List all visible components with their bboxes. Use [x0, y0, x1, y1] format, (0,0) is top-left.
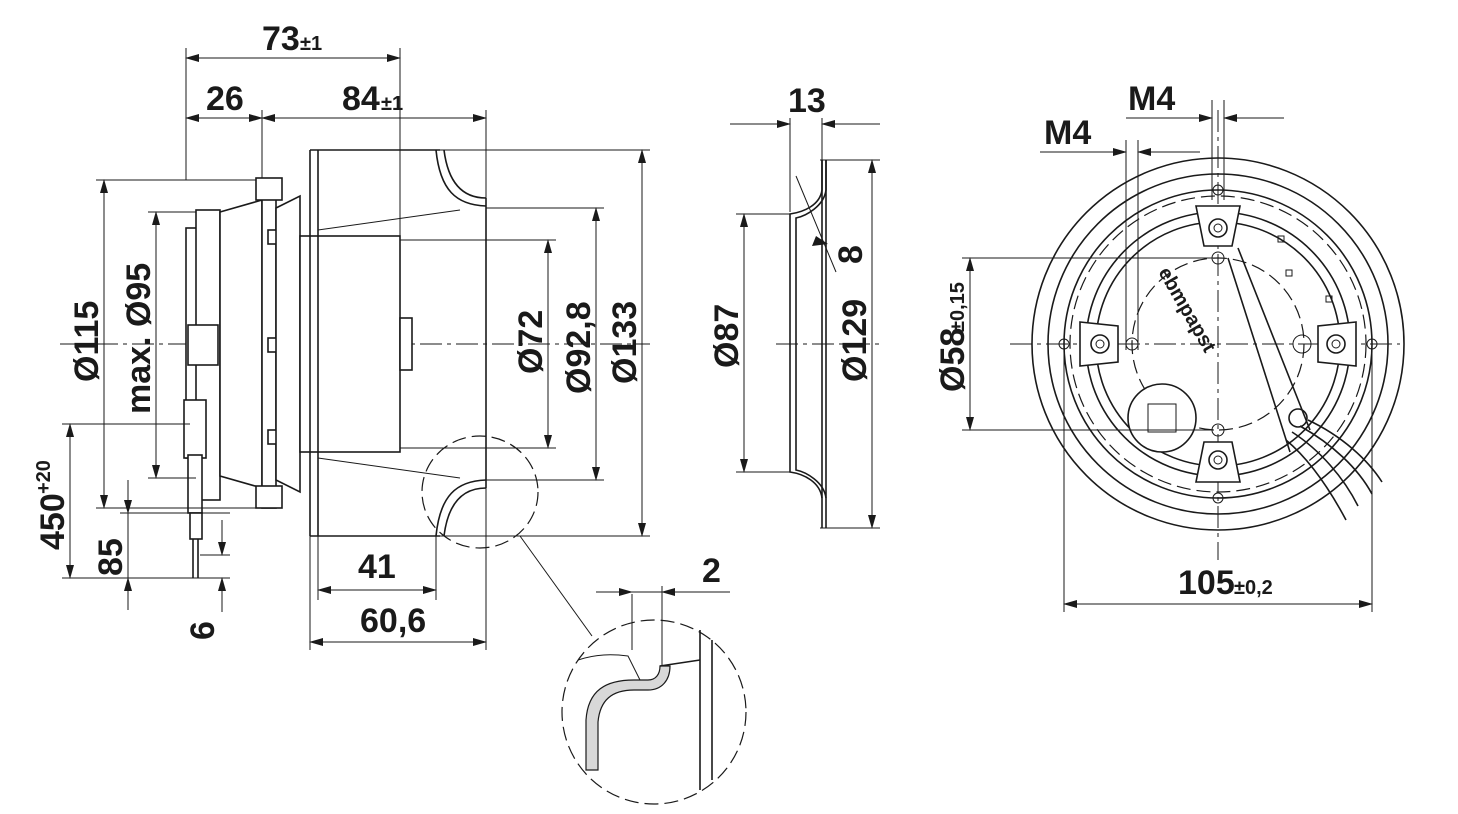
brand-logo: ebmpapst	[1154, 264, 1220, 357]
dim-105: 105	[1178, 564, 1235, 602]
dim-max95: max. Ø95	[120, 263, 158, 414]
dim-84-tol: ±1	[381, 93, 403, 115]
dim-8: 8	[832, 245, 870, 264]
inlet-ring-view	[730, 118, 880, 529]
dim-85: 85	[92, 538, 130, 576]
dim-60-6: 60,6	[360, 602, 426, 640]
dim-58: Ø58	[934, 328, 972, 392]
detail-view	[561, 586, 747, 805]
dim-87: Ø87	[708, 304, 746, 368]
dim-115: Ø115	[68, 301, 106, 382]
dim-41: 41	[358, 548, 396, 586]
dim-m4-top: M4	[1128, 80, 1175, 118]
dim-84: 84	[342, 80, 380, 118]
dim-133: Ø133	[606, 301, 644, 384]
dim-92-8: Ø92,8	[560, 301, 598, 394]
dim-73: 73	[262, 20, 300, 58]
dim-2: 2	[702, 552, 721, 590]
front-view: ebmpapst	[962, 100, 1405, 612]
dim-105-tol: ±0,2	[1234, 577, 1273, 599]
dim-13: 13	[788, 82, 826, 120]
side-view	[60, 48, 650, 650]
dim-73-tol: ±1	[300, 33, 322, 55]
dim-26: 26	[206, 80, 244, 118]
dim-450-tol: +20	[33, 460, 55, 494]
dim-129: Ø129	[836, 299, 874, 382]
dim-m4-left: M4	[1044, 114, 1091, 152]
dim-450: 450	[34, 493, 72, 550]
dimension-labels: 73 ±1 26 84 ±1 13 M4 M4 Ø115 max. Ø95 Ø7…	[33, 20, 1273, 640]
dim-58-tol: ±0,15	[947, 282, 969, 332]
dim-72: Ø72	[512, 310, 550, 374]
dim-6: 6	[184, 621, 222, 640]
